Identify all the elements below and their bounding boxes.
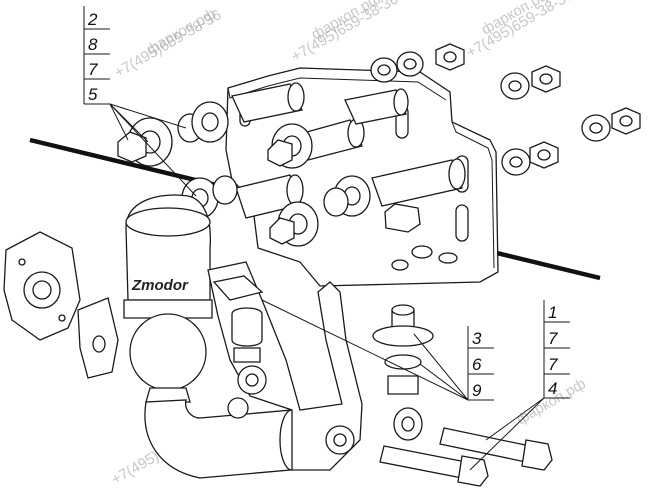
left-bolt-stack	[117, 101, 238, 219]
callout-number: 3	[472, 329, 482, 348]
callout-left: 2 8 7 5	[83, 6, 197, 197]
brand-label: Zmodor	[131, 277, 189, 294]
callout-number: 8	[88, 35, 98, 54]
callout-middle: 3 6 9	[261, 299, 494, 401]
long-bolts	[379, 427, 553, 487]
callout-number: 1	[548, 303, 557, 322]
callout-number: 4	[548, 379, 557, 398]
socket-bracket	[3, 231, 119, 379]
callout-number: 6	[472, 355, 482, 374]
watermark-text: +7(495)659-38-36	[112, 6, 225, 81]
callout-number: 7	[88, 60, 98, 79]
callout-number: 5	[88, 85, 98, 104]
callout-number: 9	[472, 381, 482, 400]
lower-bolt-stack	[372, 304, 434, 441]
tow-ball: Zmodor	[123, 194, 305, 479]
callout-number: 2	[87, 10, 98, 29]
right-hardware	[370, 43, 641, 176]
middle-bolt-stack	[267, 123, 421, 247]
callout-right: 1 7 7 4	[469, 300, 570, 471]
main-bracket	[207, 261, 363, 471]
callout-number: 7	[548, 329, 558, 348]
callout-number: 7	[548, 355, 558, 374]
